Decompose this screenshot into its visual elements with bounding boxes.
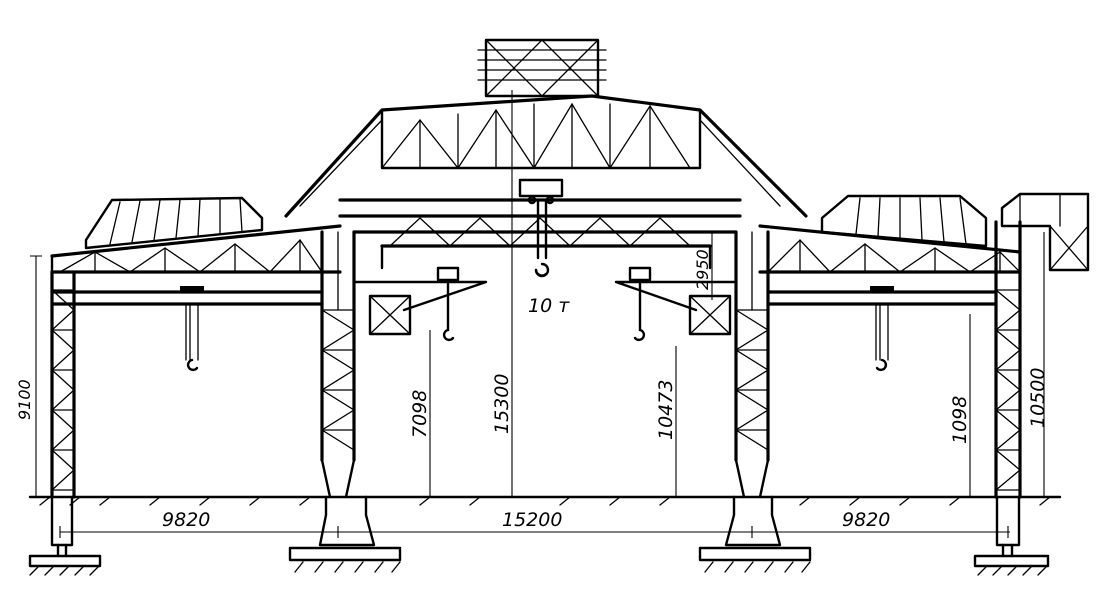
crane-trolley-center xyxy=(518,178,564,278)
roof-truss-center xyxy=(284,94,808,218)
foundation-inner-left xyxy=(288,495,402,573)
roof-truss-left xyxy=(50,224,342,274)
skylight-left xyxy=(84,196,264,250)
dimension-lines xyxy=(30,90,1045,538)
column-right xyxy=(994,220,1022,499)
roof-lantern xyxy=(477,38,607,98)
height-right-inner-label: 10473 xyxy=(655,380,677,440)
foundation-right xyxy=(973,495,1050,576)
span-left-label: 9820 xyxy=(162,509,210,531)
height-right-outer-label: 10500 xyxy=(1027,368,1049,428)
height-center-label: 15300 xyxy=(491,374,513,434)
cantilever-crane-left xyxy=(352,266,488,342)
foundation-left xyxy=(28,495,102,576)
span-middle-label: 15200 xyxy=(502,509,562,531)
height-left-outer-label: 9100 xyxy=(15,379,34,420)
span-right-label: 9820 xyxy=(842,509,890,531)
crane-capacity-label: 10 т xyxy=(528,295,570,317)
column-left xyxy=(50,270,76,499)
crane-girder-left xyxy=(50,286,324,372)
height-truss-label: 2950 xyxy=(693,249,712,290)
height-right-crane-label: 1098 xyxy=(949,396,971,444)
foundation-inner-right xyxy=(698,495,812,573)
cantilever-crane-right xyxy=(614,266,738,342)
skylight-right xyxy=(820,194,988,248)
gable-frame-right xyxy=(1000,192,1090,272)
ground-line xyxy=(28,495,1062,506)
crane-girder-right xyxy=(766,286,998,372)
column-inner-right xyxy=(734,230,770,499)
height-left-inner-label: 7098 xyxy=(409,390,431,438)
roof-truss-right xyxy=(758,224,1022,274)
